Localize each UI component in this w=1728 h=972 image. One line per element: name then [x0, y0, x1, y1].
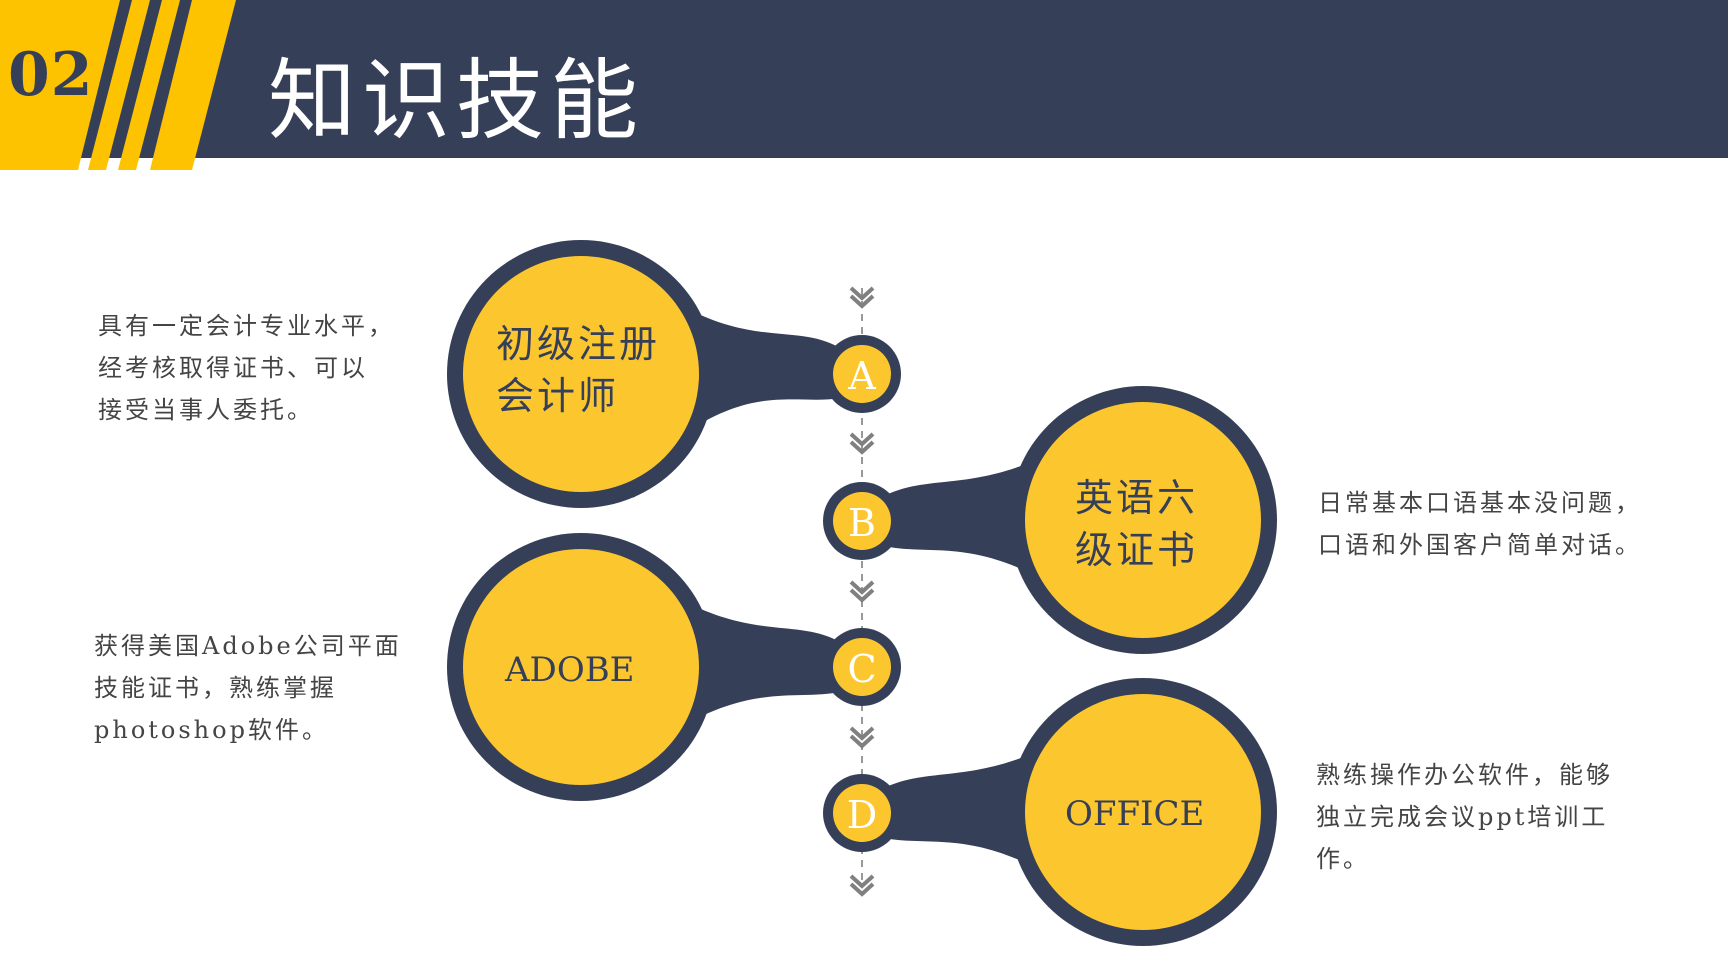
skill-node-d	[823, 678, 1277, 946]
bubble-inner-b	[1025, 402, 1261, 638]
letter-circle-inner-b	[833, 492, 891, 550]
letter-circle-inner-d	[833, 784, 891, 842]
timeline-arrow-2	[849, 432, 875, 455]
connector-a	[690, 310, 840, 430]
letter-circle-inner-c	[833, 638, 891, 696]
skill-node-c	[447, 533, 901, 801]
node-letter-d: D	[846, 793, 878, 837]
timeline-arrow-3	[849, 580, 875, 603]
connector-b	[884, 460, 1036, 576]
connector-c	[690, 604, 840, 722]
bubble-inner-d	[1025, 694, 1261, 930]
skill-node-a	[447, 240, 901, 508]
section-number: 02	[8, 40, 94, 110]
skill-description-b: 日常基本口语基本没问题， 口语和外国客户简单对话。	[1318, 489, 1642, 559]
skill-node-b	[823, 386, 1277, 654]
timeline-arrow-5	[849, 874, 875, 897]
page-title: 知识技能	[268, 49, 645, 152]
bubble-inner-a	[463, 256, 699, 492]
skill-description-a: 具有一定会计专业水平， 经考核取得证书、可以 接受当事人委托。	[98, 312, 395, 424]
bubble-label-d: OFFICE	[1065, 794, 1205, 834]
bubble-label-a: 初级注册 会计师	[496, 322, 661, 418]
node-letter-c: C	[847, 647, 877, 691]
bubble-inner-c	[463, 549, 699, 785]
connector-d	[884, 752, 1036, 868]
node-letter-a: A	[848, 354, 876, 398]
skill-description-c: 获得美国Adobe公司平面 技能证书，熟练掌握 photoshop软件。	[94, 632, 402, 744]
bubble-label-c: ADOBE	[505, 650, 635, 690]
header-stripes-graphic	[0, 0, 236, 170]
bubble-label-b: 英语六 级证书	[1075, 476, 1199, 572]
node-letter-b: B	[848, 501, 876, 545]
skill-description-d: 熟练操作办公软件，能够 独立完成会议ppt培训工 作。	[1316, 761, 1613, 873]
timeline-arrow-1	[849, 286, 875, 309]
timeline-arrow-4	[849, 726, 875, 749]
header-bar	[0, 0, 1728, 158]
letter-circle-inner-a	[833, 345, 891, 403]
